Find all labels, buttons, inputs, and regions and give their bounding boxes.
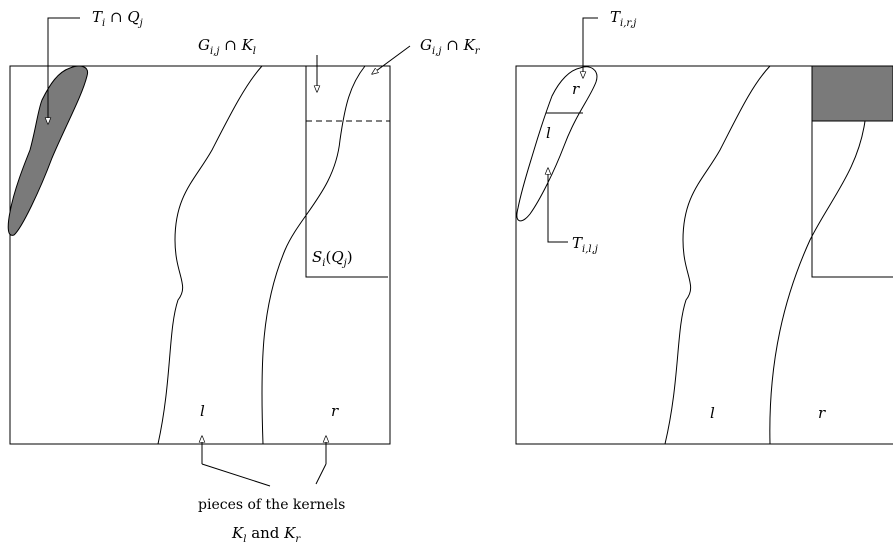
- right-kernel-r-boundary: [769, 120, 866, 445]
- caption-line2: Kl and Kr: [231, 524, 301, 545]
- kernel-callout-leaders: [201, 463, 327, 487]
- right-region-l-label: l: [710, 404, 715, 422]
- t-intersect-q-label: Ti ∩ Qj: [92, 8, 143, 29]
- t-r-callout: [583, 17, 598, 78]
- g-kr-callout: [372, 45, 411, 74]
- t-l-callout: [548, 168, 568, 243]
- t-intersect-q-callout: [48, 17, 80, 124]
- right-region-r-label: r: [818, 404, 826, 422]
- left-region-l-label: l: [200, 402, 205, 420]
- kernel-r-boundary: [261, 65, 366, 445]
- caption-line1: pieces of the kernels: [198, 497, 345, 513]
- g-intersect-kr-label: Gi,j ∩ Kr: [420, 36, 481, 57]
- t-intersect-q-region: [7, 65, 89, 236]
- t-r-label: Ti,r,j: [610, 8, 636, 29]
- s-of-q-filled-region: [811, 65, 893, 122]
- piece-r-label: r: [572, 80, 580, 98]
- g-intersect-kl-label: Gi,j ∩ Kl: [198, 36, 256, 57]
- s-of-q-label: Si(Qj): [312, 248, 353, 269]
- right-square-border: [515, 65, 893, 445]
- left-panel: Ti ∩ Qj Gi,j ∩ Kl Gi,j ∩ Kr Si(Qj) l r: [7, 8, 481, 487]
- right-kernel-l-boundary: [664, 65, 771, 445]
- right-s-of-q-box: [811, 121, 893, 278]
- kernel-l-boundary: [157, 65, 263, 445]
- left-square-border: [9, 65, 391, 445]
- t-l-label: Ti,l,j: [572, 234, 598, 255]
- right-panel: Ti,r,j Ti,l,j r l l r: [515, 8, 893, 445]
- t-pieces-outline: [516, 66, 598, 222]
- left-region-r-label: r: [331, 402, 339, 420]
- piece-l-label: l: [546, 124, 551, 142]
- s-of-q-box: [305, 66, 388, 278]
